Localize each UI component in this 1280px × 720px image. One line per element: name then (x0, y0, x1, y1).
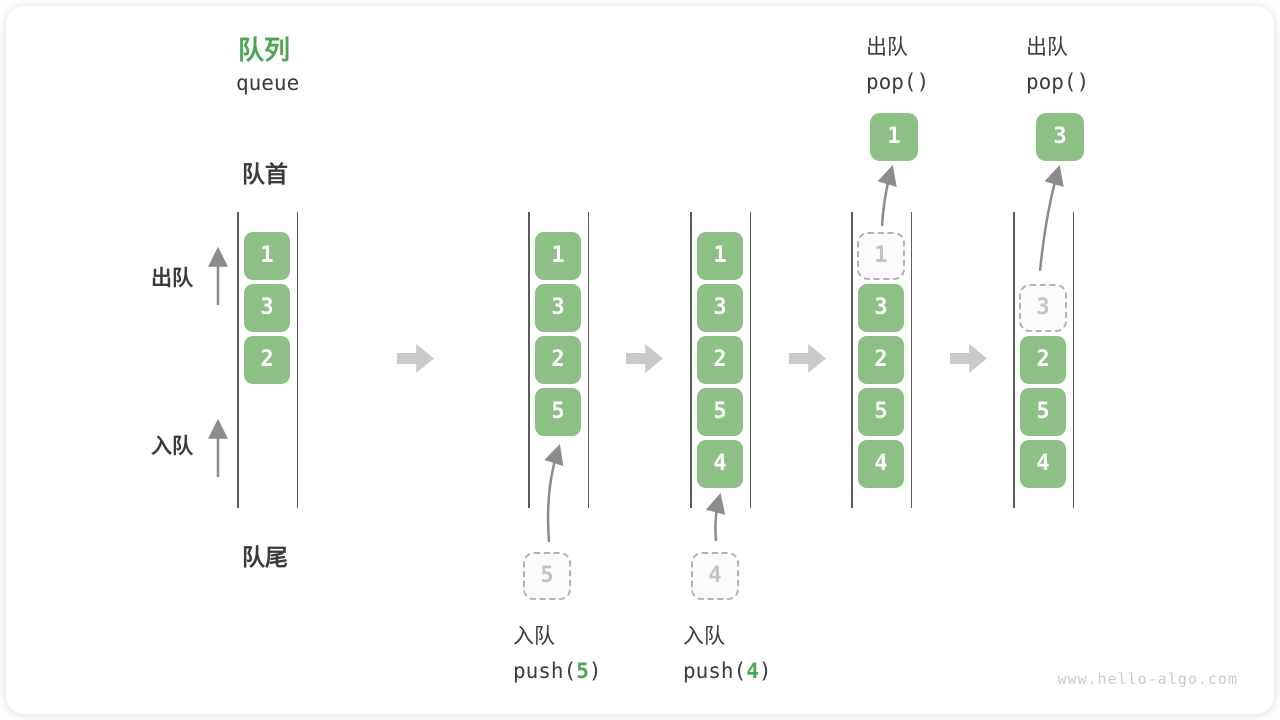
pop-operation-label-2: 出队 pop() (1026, 31, 1156, 94)
queue-cell: 2 (244, 336, 290, 384)
title-en: queue (236, 71, 300, 95)
queue-cell-removed: 1 (857, 232, 905, 280)
queue-cell: 3 (535, 284, 581, 332)
queue-cell: 4 (858, 440, 904, 488)
popped-value-box-1: 1 (870, 113, 918, 161)
push-operation-label-2: 入队 push(4) (683, 620, 813, 683)
label-queue-front: 队首 (242, 161, 288, 187)
queue-cell: 5 (535, 388, 581, 436)
column-rail (851, 212, 853, 508)
queue-cell: 2 (1020, 336, 1066, 384)
queue-cell: 1 (244, 232, 290, 280)
label-queue-rear: 队尾 (242, 544, 288, 570)
push-arg-1: 5 (576, 659, 589, 683)
pop-label-zh-1: 出队 (866, 36, 908, 59)
push-label-code-1: push(5) (513, 659, 602, 683)
popped-value-box-2: 3 (1036, 113, 1084, 161)
queue-column-2: 1 3 2 5 (528, 212, 589, 508)
queue-column-3: 1 3 2 5 4 (690, 212, 751, 508)
push-label-zh-2: 入队 (683, 625, 725, 648)
column-rail (1013, 212, 1015, 508)
queue-cell: 3 (858, 284, 904, 332)
queue-cell: 4 (697, 440, 743, 488)
queue-column-1: 1 3 2 (237, 212, 298, 508)
queue-cell: 5 (858, 388, 904, 436)
column-rail (690, 212, 692, 508)
pop-operation-label-1: 出队 pop() (866, 31, 996, 94)
pop-label-code-1: pop() (866, 70, 930, 94)
queue-column-4: 1 3 2 5 4 (851, 212, 912, 508)
watermark: www.hello-algo.com (1057, 670, 1238, 688)
queue-cell: 2 (697, 336, 743, 384)
push-label-code-2: push(4) (683, 659, 772, 683)
title-zh: 队列 (238, 35, 291, 65)
column-rail (910, 212, 912, 508)
column-rail (749, 212, 751, 508)
queue-cell: 2 (858, 336, 904, 384)
pop-label-zh-2: 出队 (1026, 36, 1068, 59)
label-enqueue-left: 入队 (151, 435, 193, 458)
queue-column-5: 3 2 5 4 (1013, 212, 1074, 508)
column-rail (1072, 212, 1074, 508)
label-dequeue-left: 出队 (151, 267, 193, 290)
column-rail (237, 212, 239, 508)
pop-label-code-2: pop() (1026, 70, 1090, 94)
queue-cell: 4 (1020, 440, 1066, 488)
push-arg-2: 4 (746, 659, 759, 683)
queue-cell-removed: 3 (1019, 284, 1067, 332)
queue-cell: 5 (697, 388, 743, 436)
queue-cell: 1 (535, 232, 581, 280)
column-rail (296, 212, 298, 508)
column-rail (528, 212, 530, 508)
queue-cell: 3 (244, 284, 290, 332)
push-label-zh-1: 入队 (513, 625, 555, 648)
queue-cell: 3 (697, 284, 743, 332)
push-operation-label-1: 入队 push(5) (513, 620, 643, 683)
queue-cell: 1 (697, 232, 743, 280)
queue-cell: 2 (535, 336, 581, 384)
queue-cell: 5 (1020, 388, 1066, 436)
push-value-box-1: 5 (523, 552, 571, 600)
push-value-box-2: 4 (691, 552, 739, 600)
column-rail (587, 212, 589, 508)
